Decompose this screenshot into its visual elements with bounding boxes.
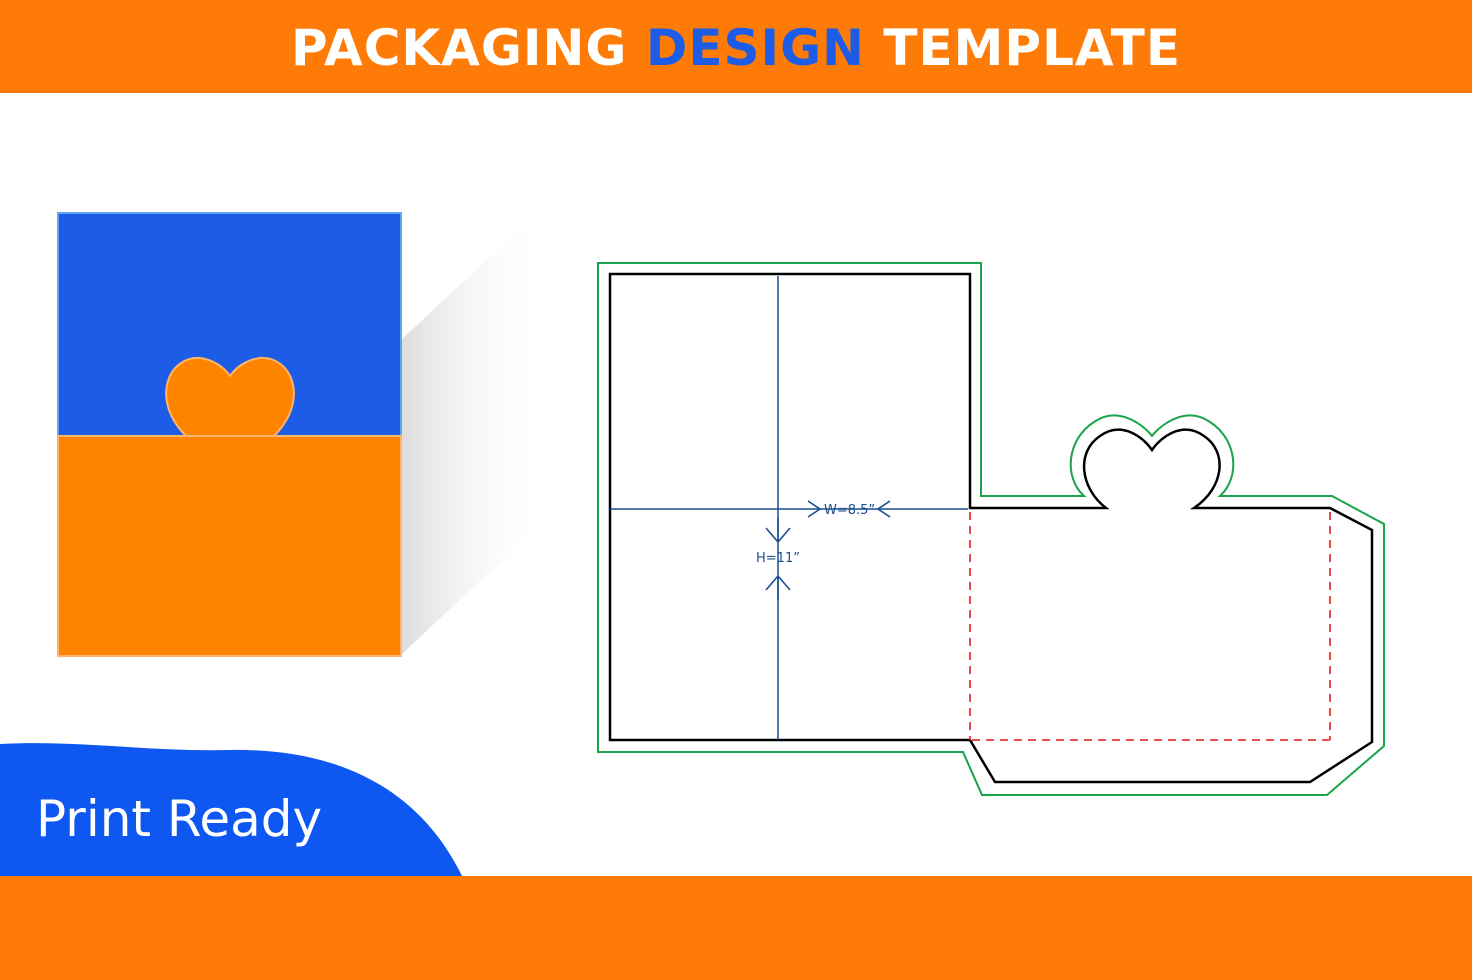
title-part-design: DESIGN	[645, 18, 865, 77]
print-ready-label: Print Ready	[36, 790, 323, 848]
preview-bottom-panel	[57, 435, 402, 657]
dieline-drawing: W=8.5” H=11”	[597, 262, 1385, 796]
wave-shape	[0, 743, 462, 876]
height-label: H=11”	[756, 551, 800, 566]
width-label: W=8.5”	[824, 503, 875, 518]
preview-shadow	[401, 210, 545, 655]
title-part-packaging: PACKAGING	[290, 18, 628, 77]
page-title: PACKAGING DESIGN TEMPLATE	[291, 19, 1181, 77]
header-banner: PACKAGING DESIGN TEMPLATE	[0, 0, 1472, 93]
preview-heart-tab	[165, 356, 295, 437]
width-arrow-right-icon	[807, 500, 822, 518]
cut-outline	[608, 272, 1374, 784]
print-ready-wave	[0, 743, 462, 876]
width-arrow-left-icon	[876, 500, 891, 518]
height-arrow-down-icon	[765, 518, 791, 544]
title-part-template: TEMPLATE	[883, 18, 1182, 77]
bleed-outline	[597, 262, 1385, 796]
box-preview	[57, 210, 545, 657]
footer-banner	[0, 876, 1472, 980]
height-arrow-up-icon	[765, 574, 791, 600]
